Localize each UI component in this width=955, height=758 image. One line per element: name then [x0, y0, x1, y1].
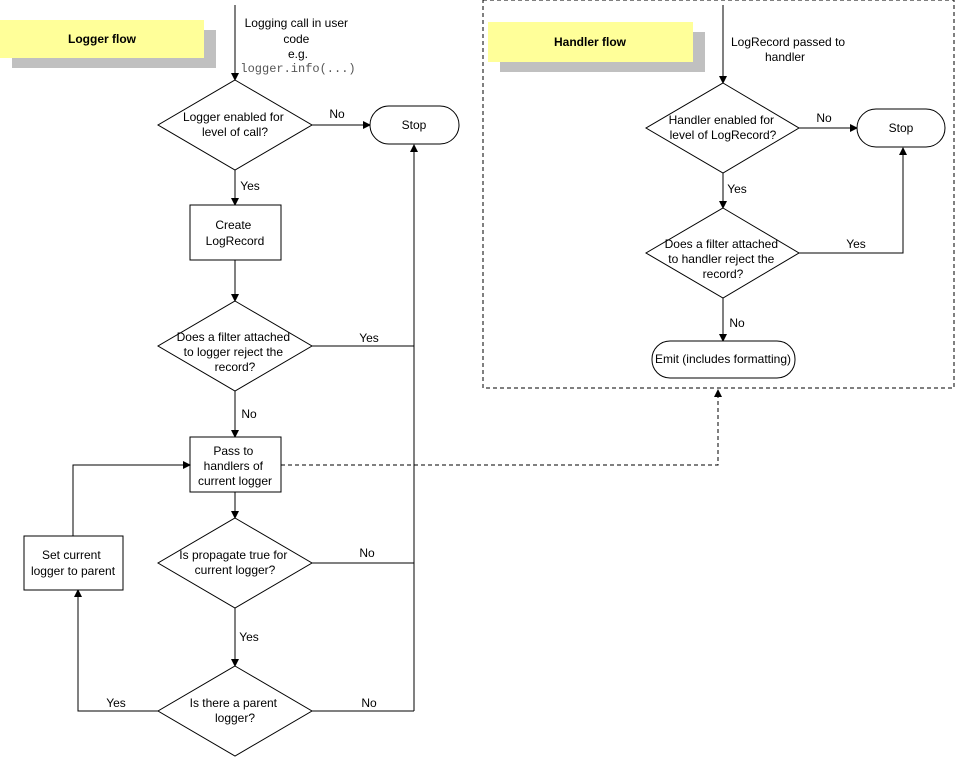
parent-text: Is there a parent logger? [190, 696, 281, 725]
logger-entry-code: logger.info(...) [240, 62, 355, 76]
pass-to-handlers-box [189, 436, 282, 493]
handler-enabled-no-label: No [816, 111, 832, 125]
handler-stop-label: Stop [889, 121, 914, 135]
handler-filter-no-label: No [729, 316, 745, 330]
handler-filter-yes-arrow [799, 147, 907, 254]
logger-stop-label: Stop [402, 118, 427, 132]
parent-yes-label: Yes [106, 696, 126, 710]
logger-filter-no-label: No [241, 407, 257, 421]
handler-enabled-text: Handler enabled for level of LogRecord? [669, 113, 778, 142]
logger-enabled-text: Logger enabled for level of call? [183, 110, 287, 139]
set-parent-loop-arrow [72, 461, 191, 536]
handler-filter-yes-label: Yes [846, 237, 866, 251]
propagate-no-label: No [359, 546, 375, 560]
logger-flow-title-box: Logger flow [0, 20, 216, 68]
logger-filter-yes-label: Yes [359, 331, 379, 345]
set-parent-text: Set current logger to parent [31, 548, 116, 578]
propagate-text: Is propagate true for current logger? [179, 548, 290, 577]
handler-flow-boundary [482, 0, 955, 389]
propagate-yes-label: Yes [239, 630, 259, 644]
pass-to-handler-flow-connector [281, 389, 722, 466]
set-parent-box [23, 535, 124, 591]
parent-yes-arrow [74, 589, 158, 712]
handler-flow-title-bg [488, 22, 693, 62]
logger-enabled-no-label: No [329, 107, 345, 121]
parent-decision [157, 665, 313, 757]
pass-to-handlers-text: Pass to handlers of current logger [198, 444, 272, 488]
logger-flow-title: Logger flow [68, 32, 137, 46]
handler-flow-title: Handler flow [554, 35, 627, 49]
logger-filter-text: Does a filter attached to logger reject … [177, 330, 294, 374]
emit-terminator [651, 340, 796, 379]
create-logrecord-text: Create LogRecord [206, 218, 265, 248]
emit-label: Emit (includes formatting) [655, 352, 791, 366]
logger-entry-text: Logging call in user code e.g. [245, 16, 352, 61]
handler-filter-text: Does a filter attached to handler reject… [665, 237, 782, 281]
create-logrecord-box [189, 204, 282, 261]
logger-flow-title-bg [0, 20, 204, 58]
logger-enabled-yes-label: Yes [240, 179, 260, 193]
handler-entry-text: LogRecord passed to handler [731, 35, 848, 64]
parent-no-label: No [361, 696, 377, 710]
handler-flow-title-box: Handler flow [488, 22, 705, 72]
handler-enabled-yes-label: Yes [727, 182, 747, 196]
